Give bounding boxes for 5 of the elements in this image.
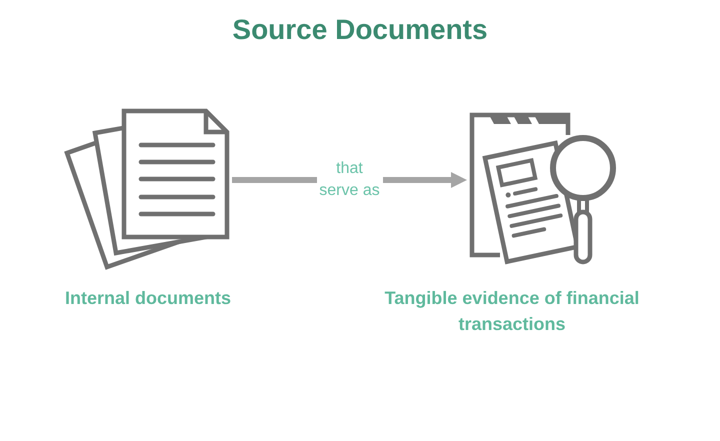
node-label: Internal documents (64, 287, 232, 310)
node-label: Tangible evidence of financial transactions (384, 287, 640, 336)
document-stack-icon (64, 108, 230, 270)
document-magnifier-icon (469, 112, 618, 266)
title: Source Documents (231, 13, 489, 47)
